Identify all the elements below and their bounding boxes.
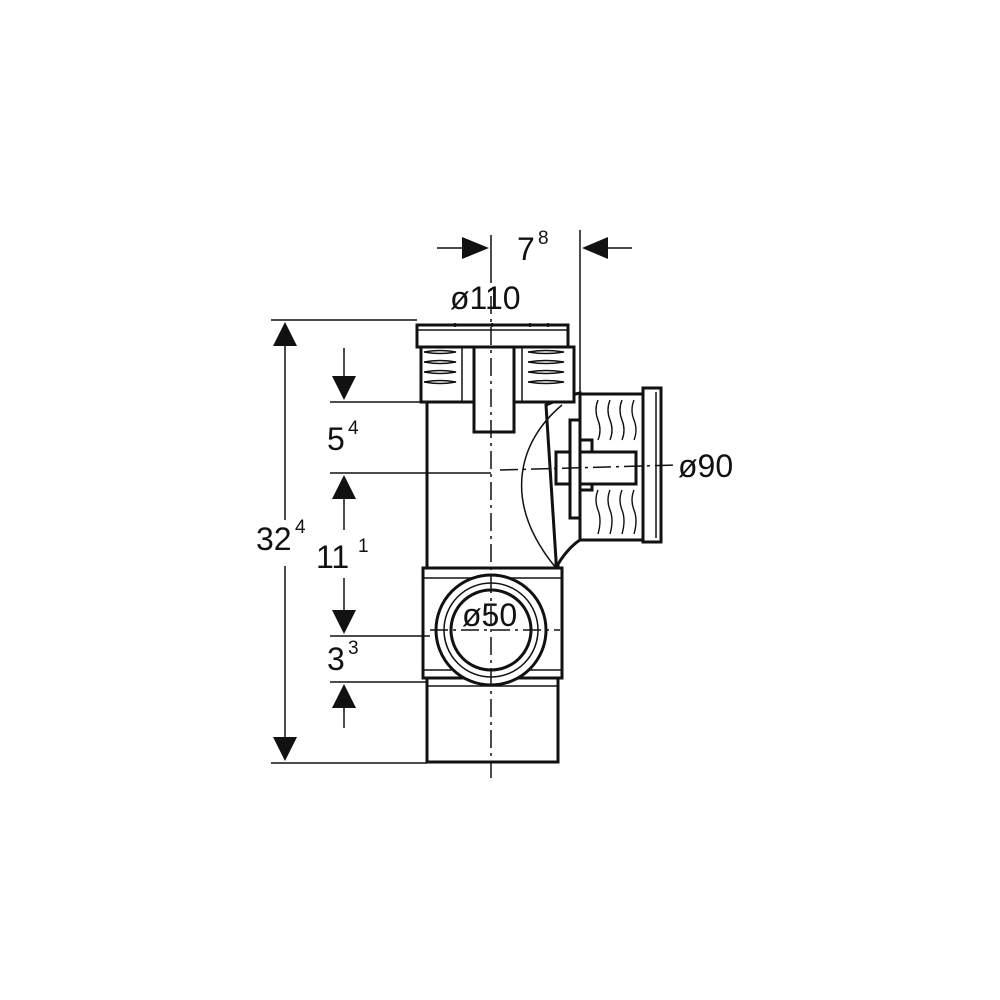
arrow-down-spacing bbox=[332, 610, 356, 634]
arrow-up-spacing bbox=[332, 475, 356, 499]
dim-lower-offset: 3 3 bbox=[327, 638, 427, 728]
dim-lower-offset-value: 3 bbox=[327, 641, 345, 677]
side-branch-diameter: ø90 bbox=[678, 448, 733, 484]
arrow-up-lower bbox=[332, 684, 356, 708]
branch-inner-wall bbox=[568, 418, 582, 520]
top-socket-rim bbox=[415, 323, 570, 349]
top-socket-ribs bbox=[423, 349, 565, 385]
branch-inner-curve bbox=[521, 404, 563, 569]
dim-offset-top-sup: 8 bbox=[538, 228, 549, 249]
dim-total-height: 32 4 bbox=[256, 319, 427, 764]
dim-branch-spacing: 11 1 bbox=[316, 475, 430, 637]
arrow-up bbox=[273, 322, 297, 346]
dim-upper-offset-sup: 4 bbox=[348, 418, 359, 439]
arrow-down bbox=[273, 737, 297, 761]
dim-upper-offset-value: 5 bbox=[327, 421, 345, 457]
top-rim-marks bbox=[453, 323, 550, 327]
dim-offset-top: 7 8 bbox=[437, 228, 632, 393]
dim-lower-offset-sup: 3 bbox=[348, 638, 359, 659]
dim-total-height-value: 32 bbox=[256, 521, 292, 557]
arrow-down-upper bbox=[332, 376, 356, 400]
small-branch-diameter: ø50 bbox=[462, 597, 517, 633]
side-branch bbox=[499, 386, 677, 569]
dim-upper-offset: 5 4 bbox=[327, 348, 491, 474]
top-socket bbox=[415, 323, 576, 434]
top-socket-boss bbox=[472, 345, 516, 434]
dim-branch-spacing-sup: 1 bbox=[358, 536, 369, 557]
arrow-left bbox=[582, 237, 608, 259]
branch-ribs bbox=[595, 399, 637, 535]
dim-total-height-sup: 4 bbox=[295, 517, 306, 538]
dim-branch-spacing-value: 11 bbox=[316, 539, 349, 575]
dim-offset-top-value: 7 bbox=[517, 231, 535, 267]
main-pipe-diameter: ø110 bbox=[450, 280, 521, 316]
arrow-right bbox=[462, 237, 489, 259]
